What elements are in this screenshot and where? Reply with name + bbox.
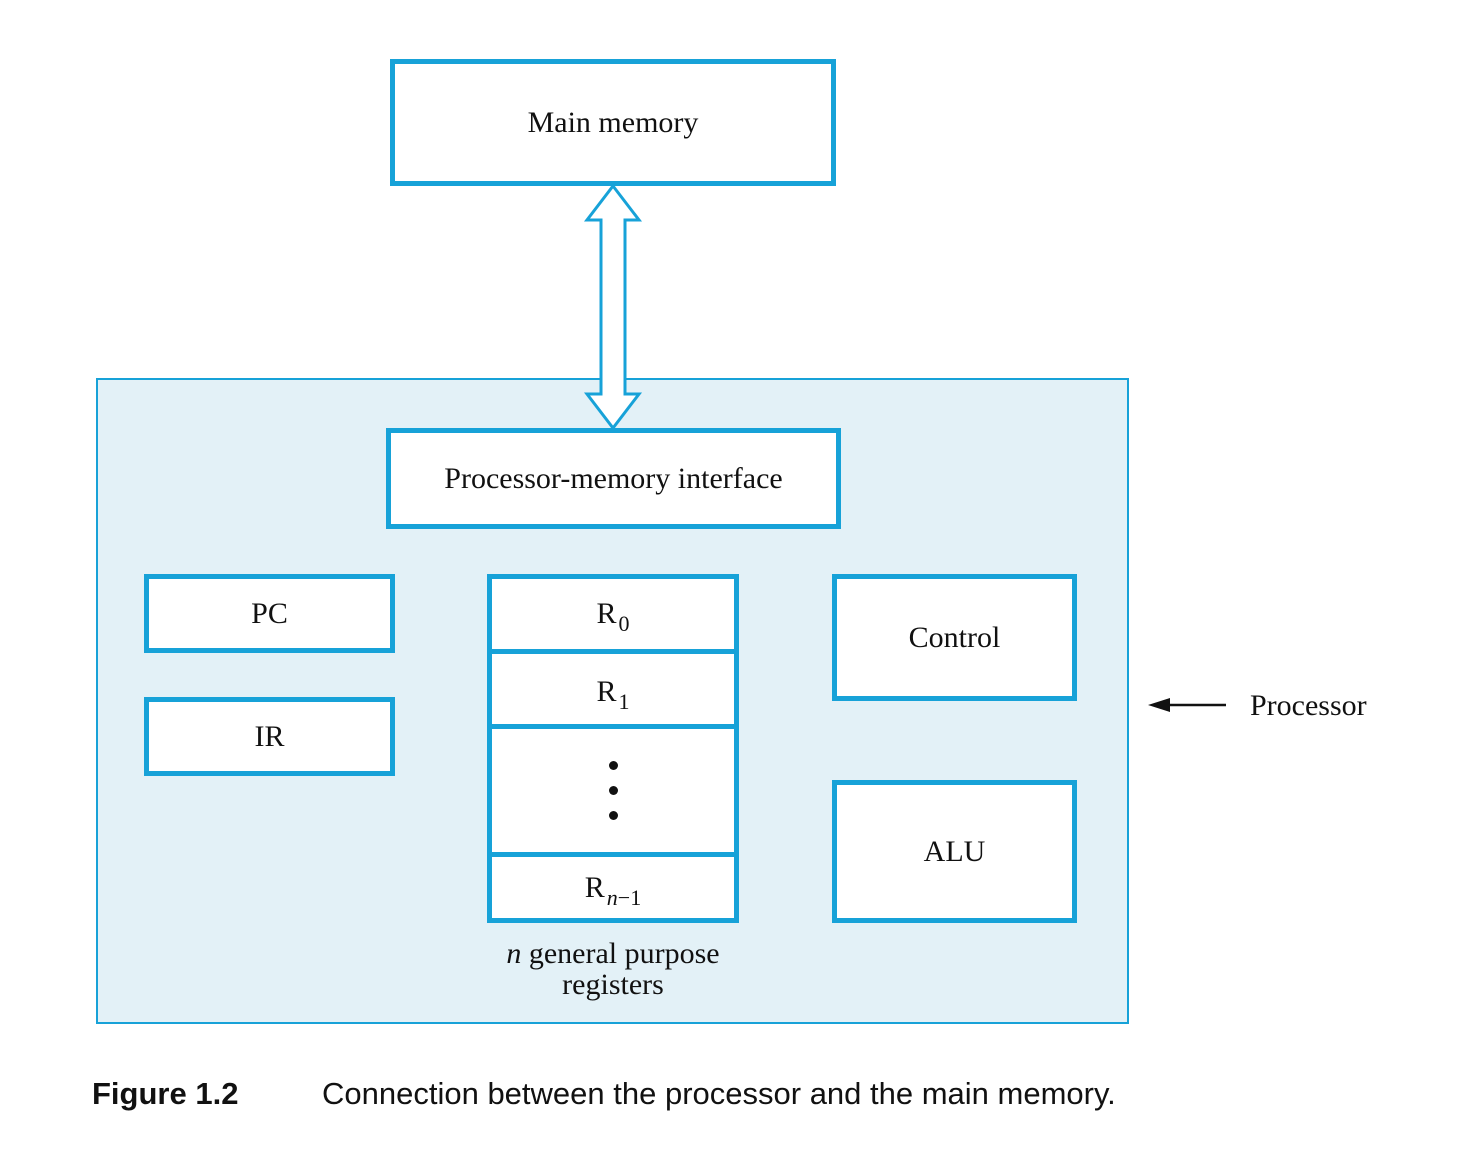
register-rn-subscript-rest: −1 bbox=[617, 884, 642, 910]
registers-caption-line2: registers bbox=[562, 968, 664, 1001]
figure-caption: Figure 1.2 Connection between the process… bbox=[92, 1076, 1116, 1112]
alu-box: ALU bbox=[832, 780, 1077, 923]
processor-pointer-arrow bbox=[1148, 698, 1226, 712]
double-headed-arrow-icon bbox=[583, 183, 643, 431]
ellipsis-dot-icon bbox=[609, 761, 618, 770]
registers-caption-n: n bbox=[506, 937, 522, 970]
processor-memory-interface-box: Processor-memory interface bbox=[386, 428, 841, 529]
arrowhead-left-icon bbox=[1148, 698, 1170, 712]
pc-register-box: PC bbox=[144, 574, 395, 653]
register-rn-subscript-n: n bbox=[606, 884, 618, 910]
control-unit-box: Control bbox=[832, 574, 1077, 701]
ir-label: IR bbox=[254, 719, 285, 753]
processor-memory-interface-label: Processor-memory interface bbox=[444, 461, 783, 495]
ir-register-box: IR bbox=[144, 697, 395, 776]
control-label: Control bbox=[908, 620, 1001, 654]
register-r1-subscript: 1 bbox=[618, 688, 630, 714]
main-memory-box: Main memory bbox=[390, 59, 836, 186]
register-r0-subscript: 0 bbox=[618, 611, 630, 636]
ellipsis-dot-icon bbox=[609, 811, 618, 820]
processor-label: Processor bbox=[1250, 689, 1367, 722]
registers-caption: n general purpose registers bbox=[440, 938, 786, 1000]
main-memory-label: Main memory bbox=[527, 105, 699, 139]
register-r0-letter: R bbox=[596, 597, 617, 630]
register-rn-subscript: n−1 bbox=[607, 885, 641, 911]
figure-caption-text: Connection between the processor and the… bbox=[322, 1076, 1116, 1111]
registers-caption-line1-rest: general purpose bbox=[521, 937, 720, 970]
register-r1-letter: R bbox=[596, 674, 617, 708]
registers-caption-line1: n general purpose bbox=[440, 938, 786, 969]
register-rn-letter: R bbox=[584, 870, 605, 904]
register-divider bbox=[492, 724, 734, 729]
alu-label: ALU bbox=[923, 834, 986, 868]
register-ellipsis bbox=[492, 729, 734, 852]
figure-number: Figure 1.2 bbox=[92, 1076, 239, 1111]
pc-label: PC bbox=[251, 596, 288, 630]
ellipsis-dot-icon bbox=[609, 786, 618, 795]
